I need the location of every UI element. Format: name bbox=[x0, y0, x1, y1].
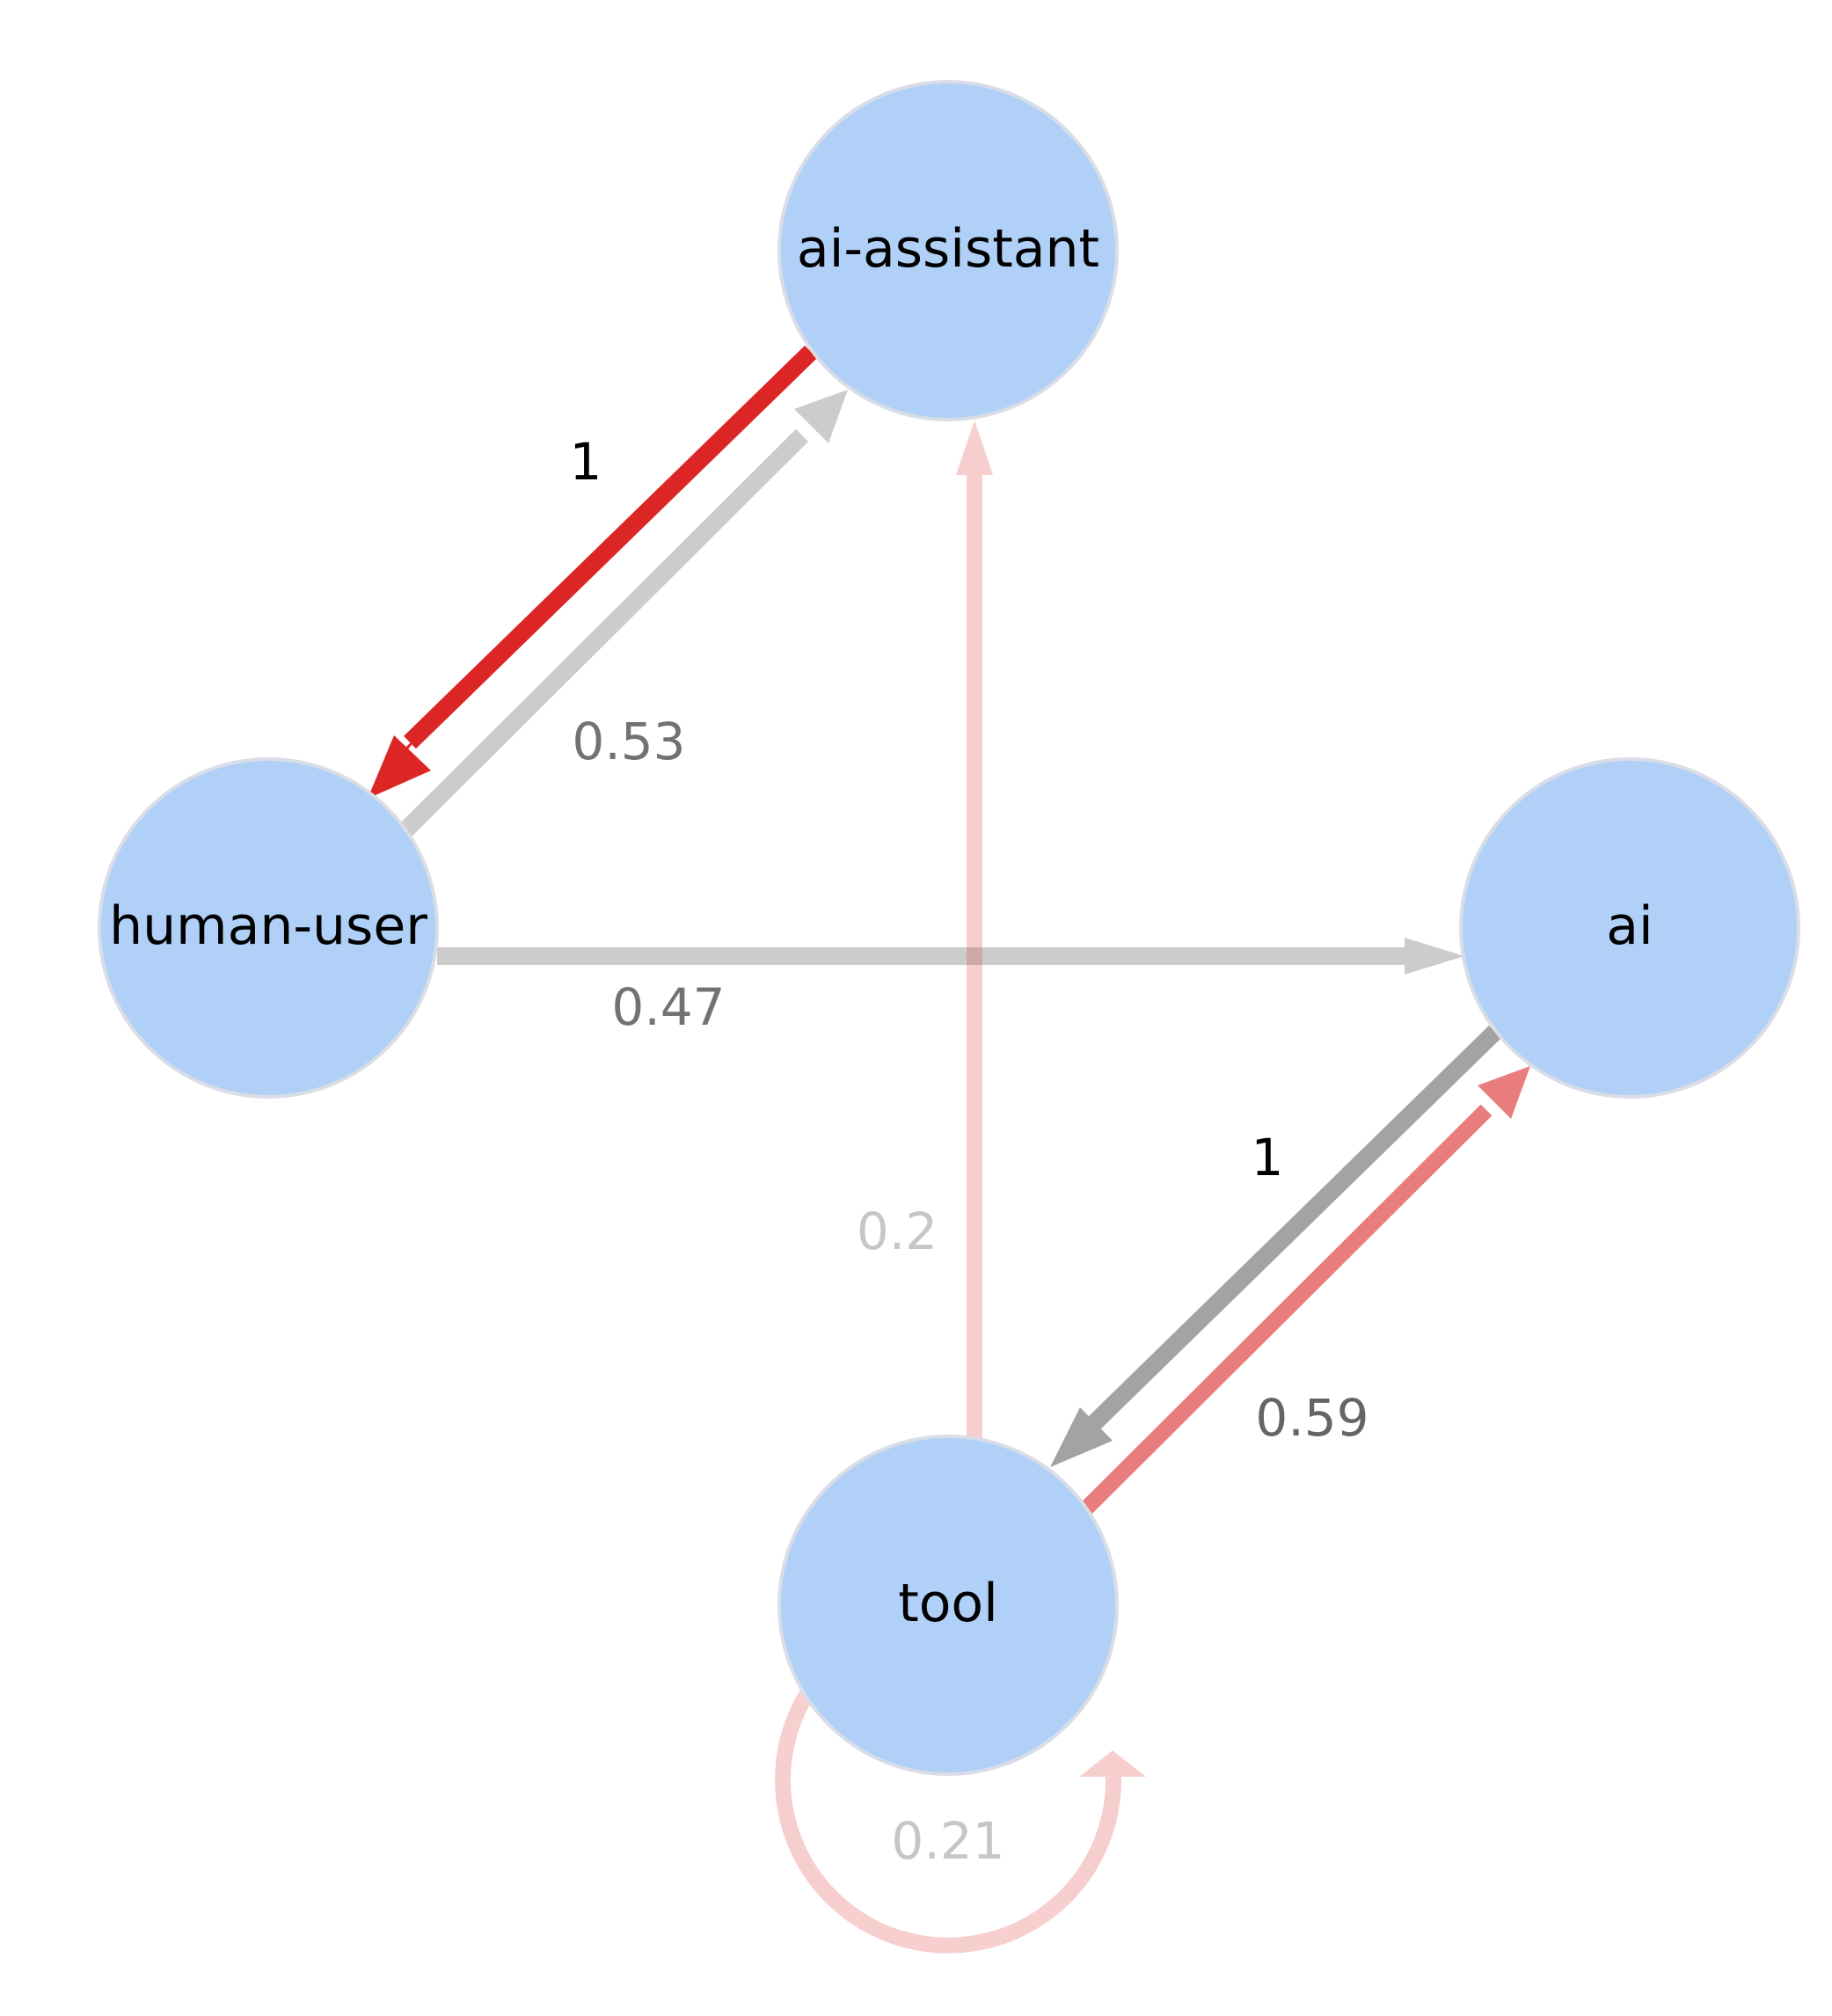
node-label-ai: ai bbox=[1606, 895, 1653, 957]
edge-tool-to-tool: 0.21 bbox=[775, 1689, 1146, 1954]
node-tool: tool bbox=[777, 1435, 1119, 1776]
edge-label-ai-to-tool: 1 bbox=[1252, 1128, 1284, 1187]
node-ai: ai bbox=[1459, 757, 1800, 1099]
edge-ai-assistant-to-human-user: 1 bbox=[368, 345, 817, 799]
edge-label-human-user-to-ai-assistant: 0.53 bbox=[572, 712, 685, 771]
edge-label-tool-to-tool: 0.21 bbox=[891, 1811, 1004, 1871]
node-label-tool: tool bbox=[898, 1573, 998, 1634]
node-label-human-user: human-user bbox=[109, 895, 427, 957]
nodes: ai-assistant human-user ai tool bbox=[98, 80, 1800, 1776]
edge-label-ai-assistant-to-human-user: 1 bbox=[570, 432, 602, 492]
edges: 1 0.53 0.47 0.2 1 0. bbox=[368, 345, 1530, 1954]
edge-label-tool-to-ai: 0.59 bbox=[1255, 1388, 1369, 1448]
edge-label-tool-to-ai-assistant: 0.2 bbox=[857, 1202, 938, 1261]
node-human-user: human-user bbox=[98, 757, 439, 1099]
edge-tool-to-ai-assistant: 0.2 bbox=[857, 420, 993, 1438]
edge-tool-to-ai: 0.59 bbox=[1080, 1066, 1530, 1515]
edge-human-user-to-ai-assistant: 0.53 bbox=[398, 390, 848, 838]
edge-human-user-to-ai: 0.47 bbox=[437, 938, 1464, 1037]
node-ai-assistant: ai-assistant bbox=[777, 80, 1119, 421]
node-label-ai-assistant: ai-assistant bbox=[797, 218, 1099, 280]
edge-ai-to-tool: 1 bbox=[1050, 1025, 1501, 1467]
edge-label-human-user-to-ai: 0.47 bbox=[611, 977, 725, 1037]
